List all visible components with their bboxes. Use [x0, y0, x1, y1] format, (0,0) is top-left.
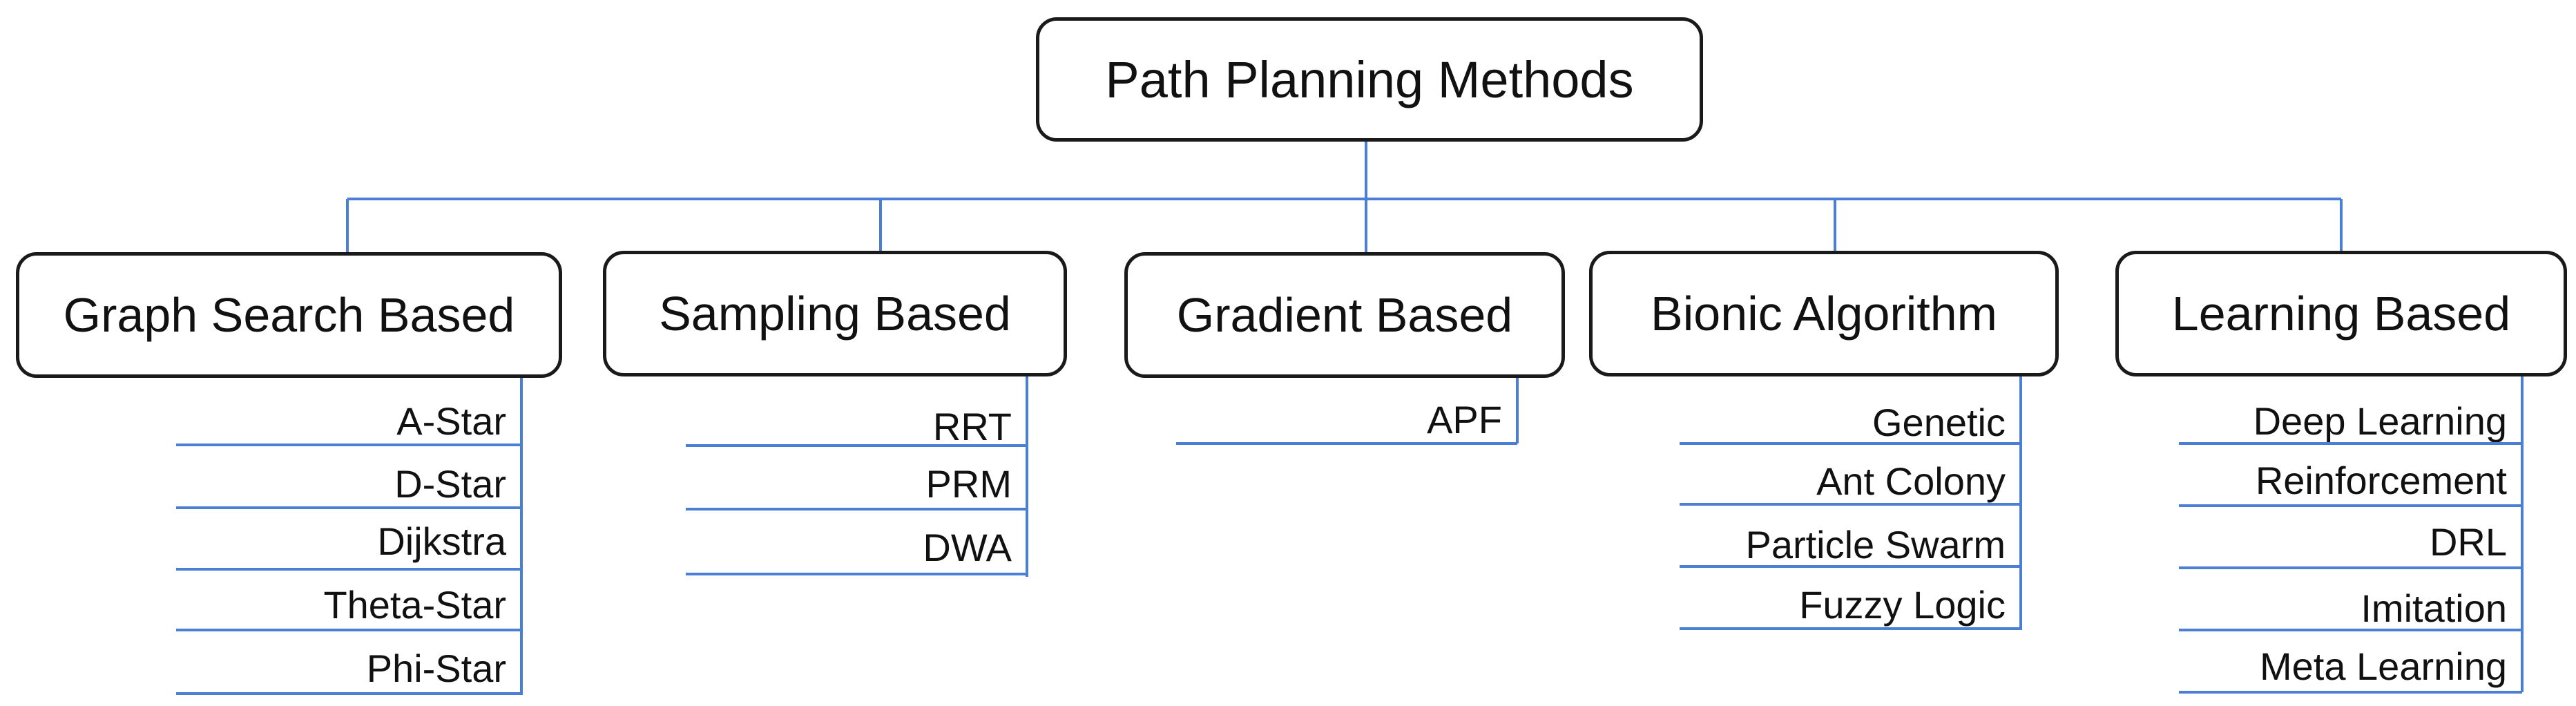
leaf-underline [176, 443, 521, 446]
leaf-rail-sampling [1026, 376, 1028, 577]
leaf-item: RRT [932, 405, 1012, 448]
category-label: Bionic Algorithm [1651, 287, 1997, 341]
root-label: Path Planning Methods [1105, 50, 1634, 108]
category-sampling: Sampling Based [603, 251, 1067, 376]
leaf-item: D-Star [394, 462, 506, 506]
category-graph-search: Graph Search Based [16, 252, 562, 378]
leaf-underline [176, 506, 521, 509]
leaf-underline [686, 444, 1027, 447]
leaf-item: DRL [2429, 520, 2507, 564]
category-label: Graph Search Based [63, 288, 515, 342]
leaf-rail-learning [2521, 376, 2524, 692]
leaf-underline [2179, 504, 2522, 507]
leaf-underline [1680, 503, 2021, 506]
leaf-item: Fuzzy Logic [1799, 583, 2006, 627]
leaf-underline [2179, 566, 2522, 569]
leaf-underline [686, 573, 1027, 575]
leaf-item: Imitation [2361, 586, 2507, 630]
leaf-item: Ant Colony [1816, 459, 2006, 503]
leaf-rail-bionic [2019, 376, 2022, 630]
leaf-underline [176, 629, 521, 631]
category-label: Sampling Based [659, 287, 1011, 341]
leaf-item: Theta-Star [323, 583, 506, 627]
leaf-underline [2179, 629, 2522, 631]
leaf-item: Deep Learning [2253, 399, 2507, 443]
category-gradient: Gradient Based [1124, 252, 1565, 378]
leaf-item: Reinforcement [2255, 459, 2507, 502]
leaf-underline [2179, 691, 2522, 694]
leaf-item: A-Star [396, 399, 506, 443]
leaf-item: Particle Swarm [1745, 523, 2006, 566]
leaf-item: APF [1427, 398, 1502, 441]
leaf-underline [686, 508, 1027, 511]
leaf-underline [1680, 627, 2021, 630]
category-learning: Learning Based [2115, 251, 2567, 376]
category-label: Gradient Based [1176, 288, 1513, 342]
root-node: Path Planning Methods [1036, 17, 1703, 142]
leaf-underline [176, 568, 521, 571]
leaf-item: Dijkstra [377, 519, 506, 563]
leaf-underline [1680, 442, 2021, 445]
leaf-item: Phi-Star [366, 647, 506, 690]
leaf-item: PRM [925, 462, 1012, 506]
leaf-item: DWA [923, 526, 1012, 569]
leaf-rail-gradient [1516, 378, 1519, 443]
leaf-underline [176, 692, 521, 695]
leaf-rail-graph-search [520, 378, 523, 695]
category-label: Learning Based [2171, 287, 2511, 341]
leaf-underline [1176, 442, 1517, 445]
leaf-underline [1680, 565, 2021, 568]
category-bionic: Bionic Algorithm [1589, 251, 2059, 376]
leaf-underline [2179, 442, 2522, 445]
leaf-item: Genetic [1872, 401, 2006, 444]
leaf-item: Meta Learning [2259, 645, 2507, 688]
